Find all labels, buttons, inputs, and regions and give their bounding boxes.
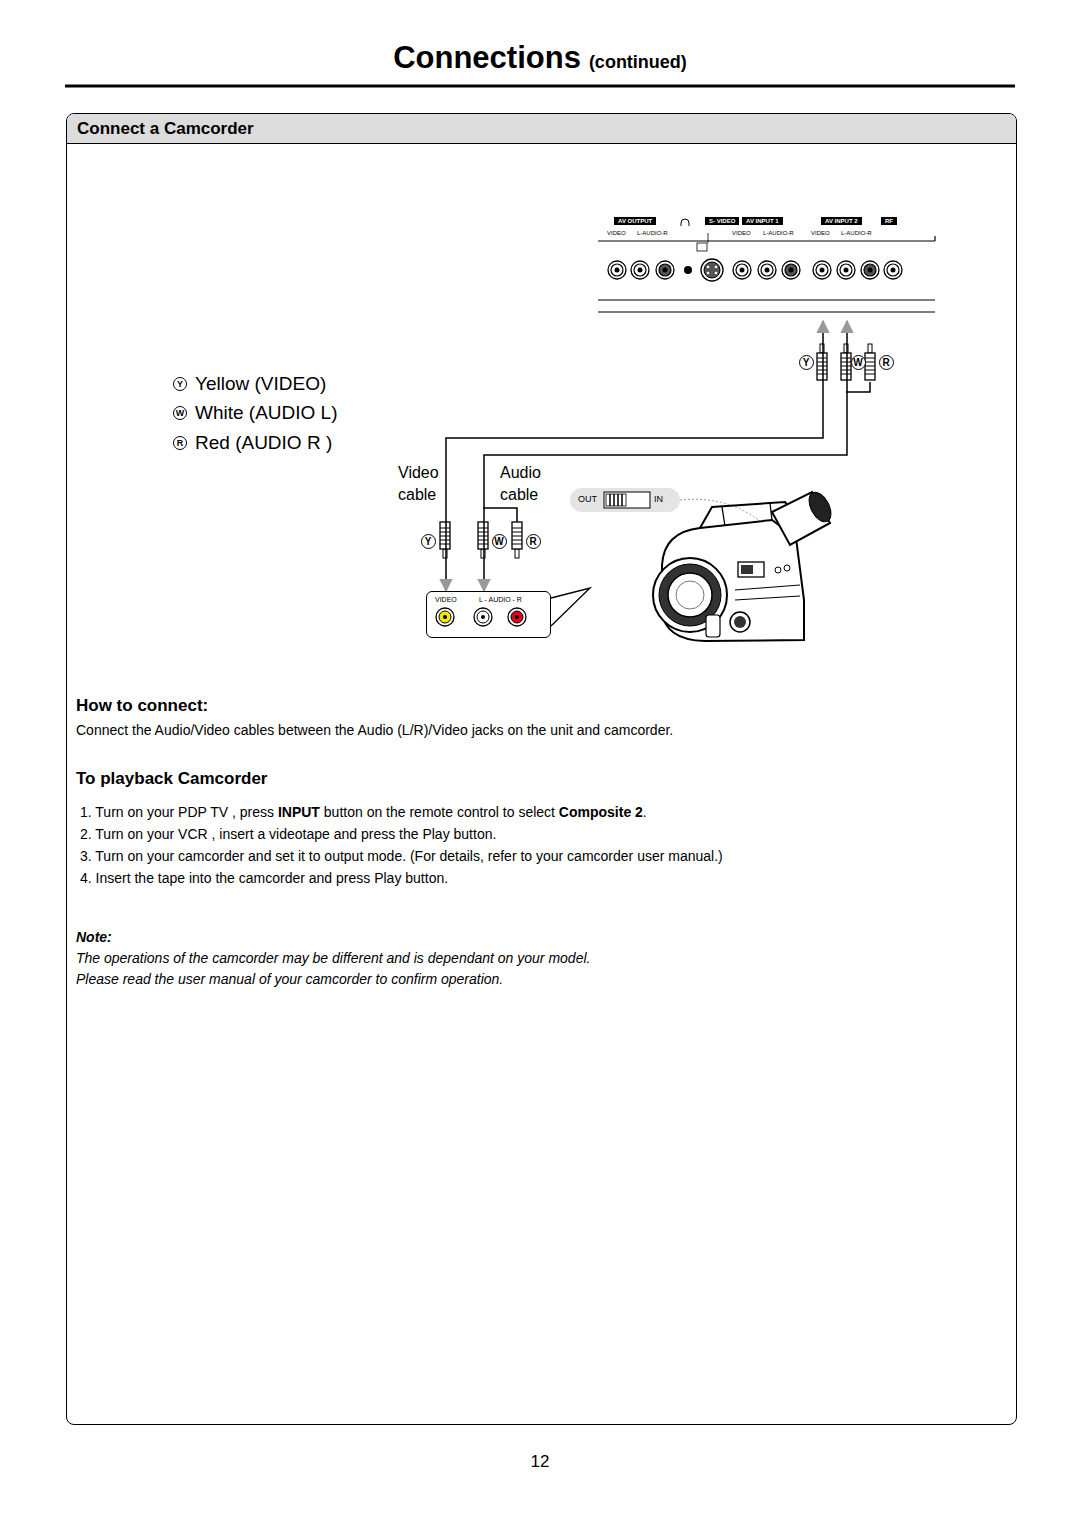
legend-text: Yellow (VIDEO) [195,373,326,395]
color-code-circle: R [879,355,894,370]
cable-label: Audio cable [500,462,546,507]
label-text: 1. Turn on your PDP TV , press [80,804,278,820]
cable-connector [446,321,823,591]
body-text: 4. Insert the tape into the camcorder an… [80,870,448,886]
section-header: Connect a Camcorder [67,114,1016,144]
body-text: To playback Camcorder [76,769,267,789]
body-text: IN [654,494,663,504]
port-group-label: AV OUTPUT [614,217,656,225]
port-label: VIDEO [435,596,457,604]
port-label: L-AUDIO-R [637,229,668,237]
body-text: 2. Turn on your VCR , insert a videotape… [80,826,496,842]
port-label: L-AUDIO-R [763,229,794,237]
step-line: 1. Turn on your PDP TV , press INPUT but… [80,804,647,820]
page-number: 12 [0,1452,1080,1472]
camcorder-jack-box: VIDEO L - AUDIO - R [426,591,551,638]
title-row: Connections (continued) [0,40,1080,76]
cable-label: Video cable [398,462,444,507]
label-text: button on the remote control to select [320,804,559,820]
color-code-circle: R [173,436,187,450]
port-group-label: S- VIDEO [705,217,739,225]
color-code-circle: Y [799,355,814,370]
port-group-label: RF [881,217,897,225]
page-title: Connections [393,40,581,76]
legend-text: Red (AUDIO R ) [195,432,332,454]
legend-text: White (AUDIO L) [195,402,338,424]
port-label: L-AUDIO-R [841,229,872,237]
label-text: (continued) [589,52,687,73]
port-label: VIDEO [811,229,830,237]
port-group-label: AV INPUT 1 [742,217,783,225]
body-text: How to connect: [76,696,208,716]
tv-jack-panel: AV OUTPUT S- VIDEOAV INPUT 1 AV INPUT 2 RF V… [599,211,939,321]
label-text: INPUT [278,804,320,820]
color-code-circle: Y [421,534,436,549]
body-text: The operations of the camcorder may be d… [76,950,590,966]
label-text: Composite 2 [559,804,643,820]
port-label: VIDEO [607,229,626,237]
color-code-circle: R [526,534,541,549]
section-heading: Connect a Camcorder [77,119,254,139]
body-text: OUT [578,494,597,504]
color-code-circle: W [851,355,866,370]
port-label: VIDEO [732,229,751,237]
body-text: Note: [76,929,112,945]
body-text: Please read the user manual of your camc… [76,971,503,987]
color-code-circle: W [492,534,507,549]
body-text: 3. Turn on your camcorder and set it to … [80,848,723,864]
port-label: L - AUDIO - R [479,596,522,604]
port-group-label: AV INPUT 2 [821,217,862,225]
body-text: Connect the Audio/Video cables between t… [76,722,673,738]
section-panel: Connect a CamcorderAV OUTPUTS- VIDEOAV I… [66,113,1017,1425]
color-code-circle: Y [173,377,187,391]
cable-connector [484,321,847,591]
label-text: . [643,804,647,820]
color-code-circle: W [173,406,187,420]
